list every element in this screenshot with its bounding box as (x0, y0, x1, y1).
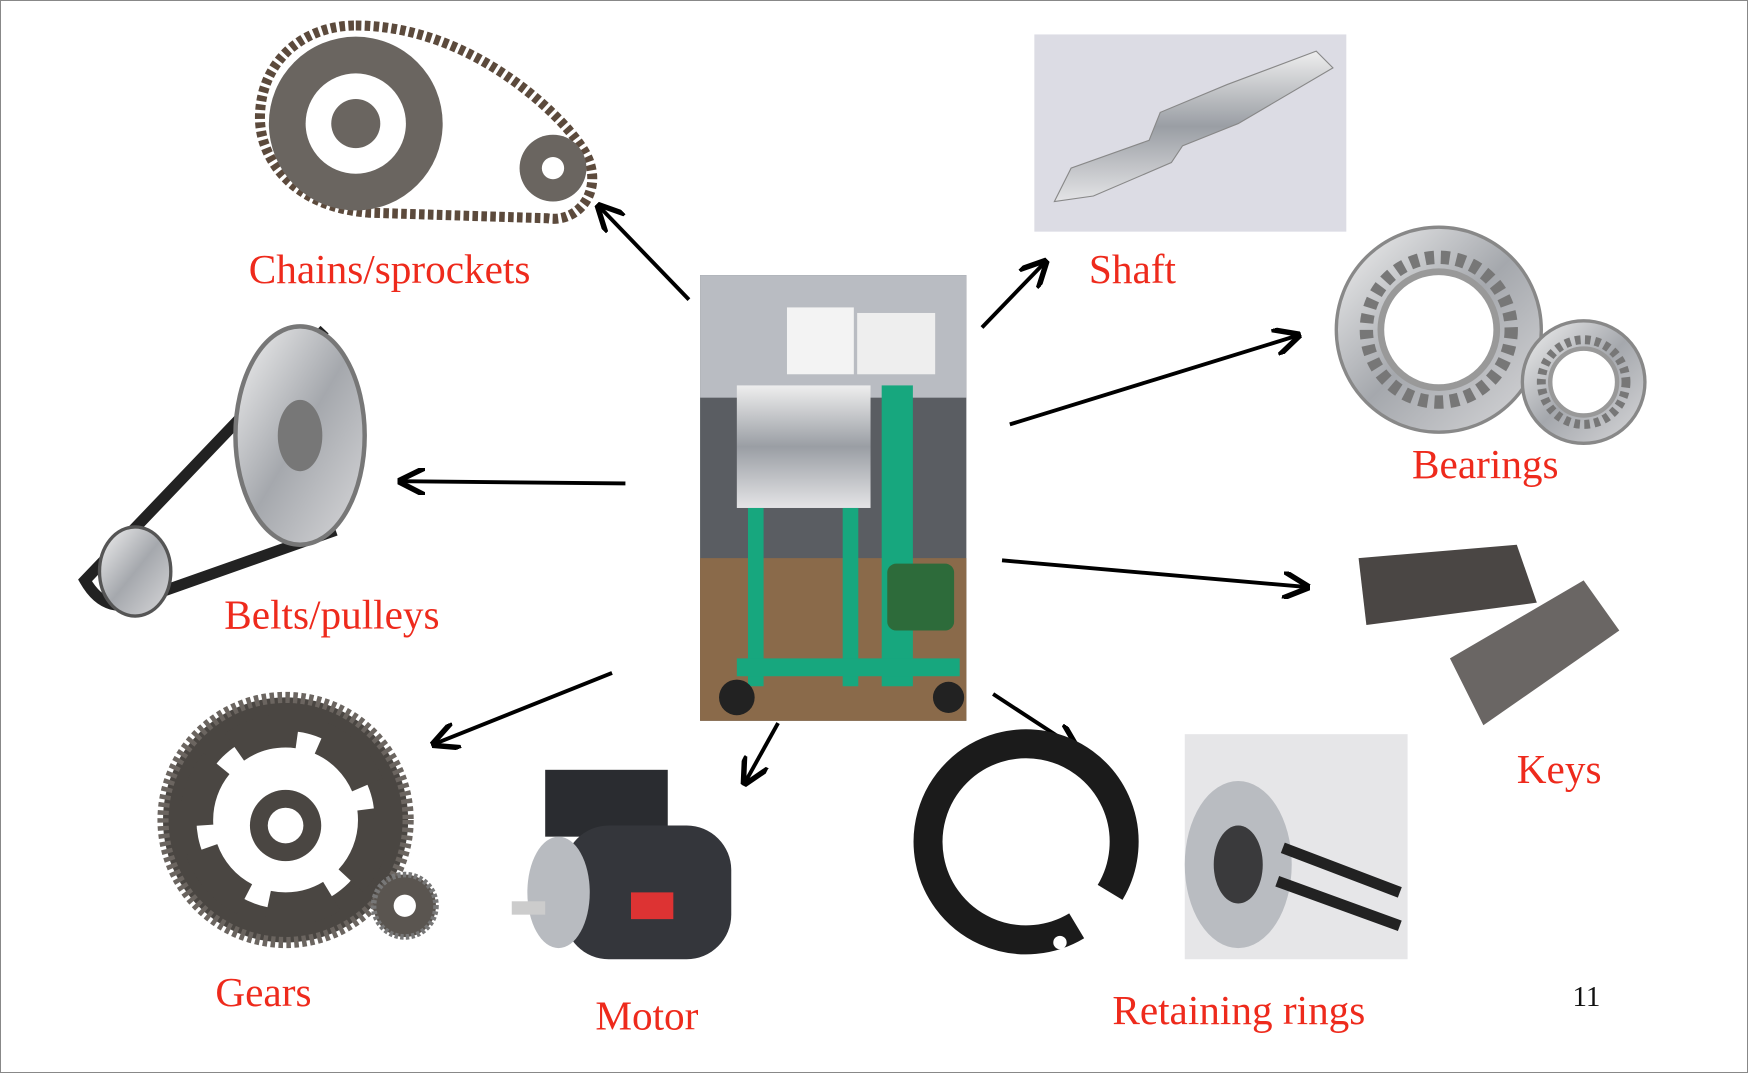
label-keys: Keys (1517, 746, 1602, 792)
chain-sprocket-image (254, 20, 598, 224)
label-chains-sprockets: Chains/sprockets (249, 246, 531, 292)
arrow-bearings (1009, 335, 1299, 427)
arrow-shaft (980, 262, 1046, 329)
arrow-gears (434, 671, 613, 744)
label-gears: Gears (215, 969, 311, 1015)
arrow-chains (599, 206, 691, 301)
arrow-motor (745, 722, 780, 783)
label-bearings: Bearings (1412, 441, 1559, 487)
label-belts-pulleys: Belts/pulleys (224, 591, 439, 637)
motor-image (511, 769, 732, 960)
keys-image (1358, 544, 1620, 726)
machine-photo (700, 275, 967, 721)
arrow-keys (1001, 558, 1307, 587)
label-shaft: Shaft (1089, 246, 1177, 292)
label-retaining-rings: Retaining rings (1112, 987, 1365, 1033)
belt-pulley-image (78, 324, 367, 618)
gears-image (157, 691, 439, 949)
page-number: 11 (1573, 981, 1601, 1013)
shaft-image (1034, 34, 1347, 232)
label-motor: Motor (595, 992, 698, 1038)
arrow-belts (400, 481, 626, 483)
bearings-image (1334, 225, 1647, 446)
retaining-rings-image (913, 729, 1408, 960)
